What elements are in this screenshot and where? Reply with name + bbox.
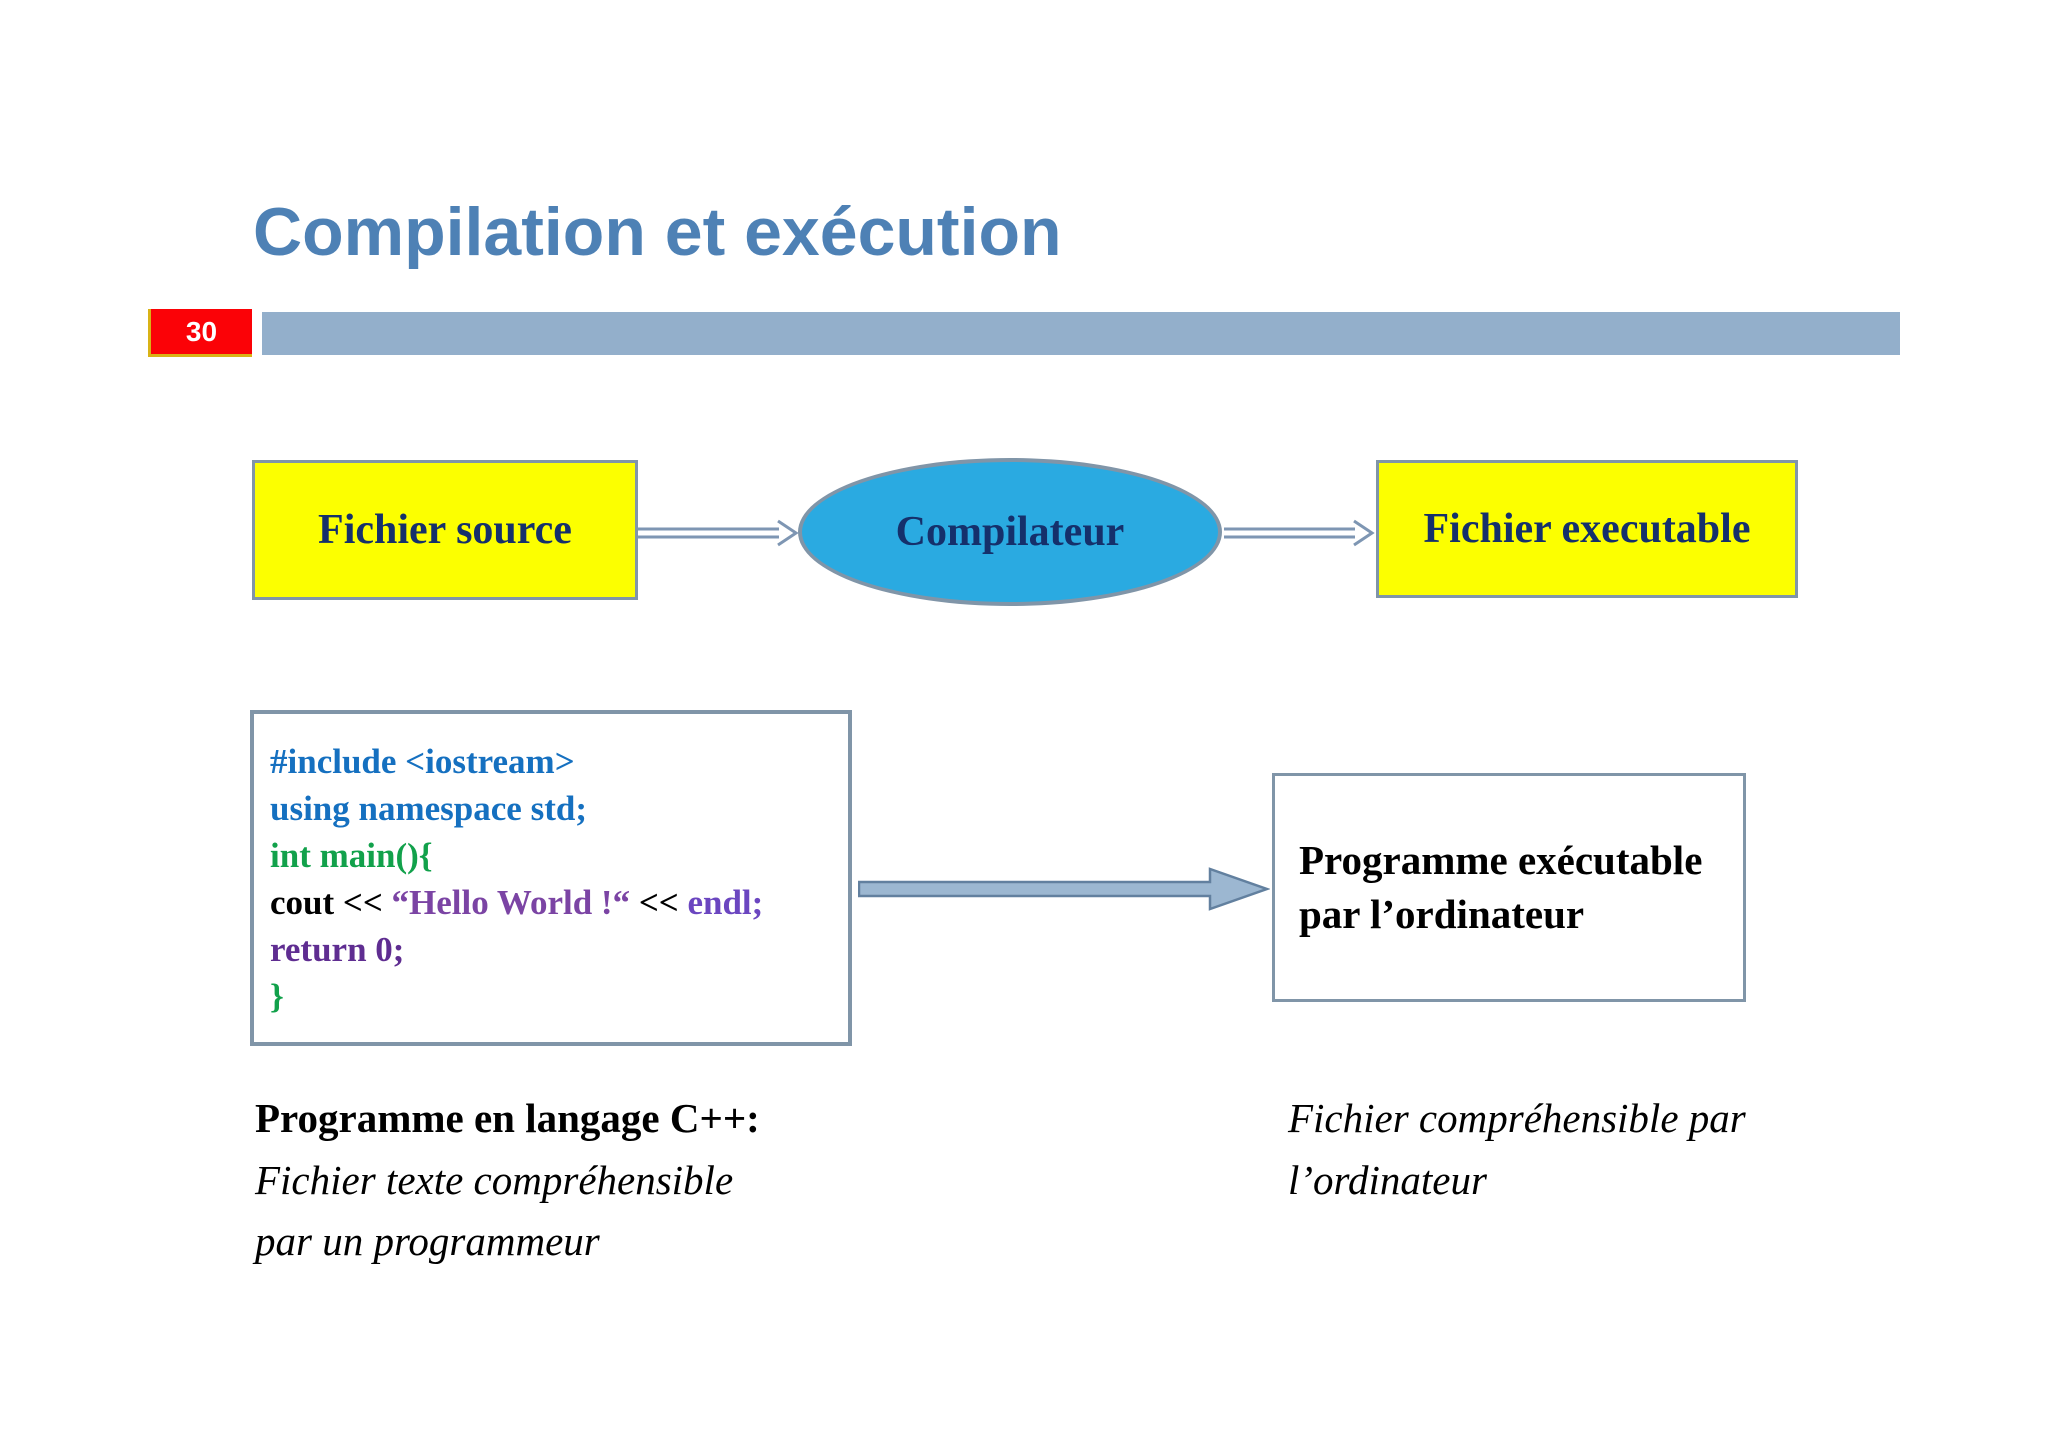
compiler-label: Compilateur	[895, 509, 1125, 555]
caption-left-line: par un programmeur	[255, 1218, 600, 1264]
executable-file-box: Fichier executable	[1376, 460, 1798, 598]
code-line: return 0;	[270, 930, 405, 969]
compiler-ellipse: Compilateur	[798, 458, 1222, 606]
caption-right-line: Fichier compréhensible par	[1288, 1095, 1746, 1141]
code-line: cout << “Hello World !“ << endl;	[270, 883, 764, 922]
code-line: using namespace std;	[270, 789, 587, 828]
caption-left-line: Fichier texte compréhensible	[255, 1156, 734, 1203]
source-file-box: Fichier source	[252, 460, 638, 600]
code-line: #include <iostream>	[270, 742, 575, 781]
code-line: int main(){	[270, 836, 433, 875]
block-arrow-right-icon	[858, 867, 1270, 911]
executable-program-box: Programme exécutable par l’ordinateur	[1272, 773, 1746, 1002]
arrow-right-icon	[1224, 519, 1375, 547]
executable-file-label: Fichier executable	[1423, 506, 1751, 552]
result-line-1: Programme exécutable	[1299, 837, 1703, 884]
caption-right: Fichier compréhensible par l’ordinateur	[1288, 1088, 1746, 1211]
code-line: }	[270, 977, 284, 1016]
header-bar	[262, 312, 1900, 355]
page-number-badge: 30	[148, 309, 252, 357]
caption-right-line: l’ordinateur	[1288, 1156, 1487, 1203]
caption-left-title: Programme en langage C++:	[255, 1095, 760, 1141]
source-file-label: Fichier source	[318, 507, 572, 553]
code-lines: #include <iostream> using namespace std; i…	[270, 738, 840, 1020]
page-title: Compilation et exécution	[253, 194, 1062, 270]
page-number: 30	[185, 315, 218, 347]
result-line-2: par l’ordinateur	[1299, 890, 1585, 937]
source-code-box: #include <iostream> using namespace std; i…	[250, 710, 852, 1046]
arrow-right-icon	[638, 519, 799, 547]
caption-left: Programme en langage C++: Fichier texte …	[255, 1088, 760, 1273]
